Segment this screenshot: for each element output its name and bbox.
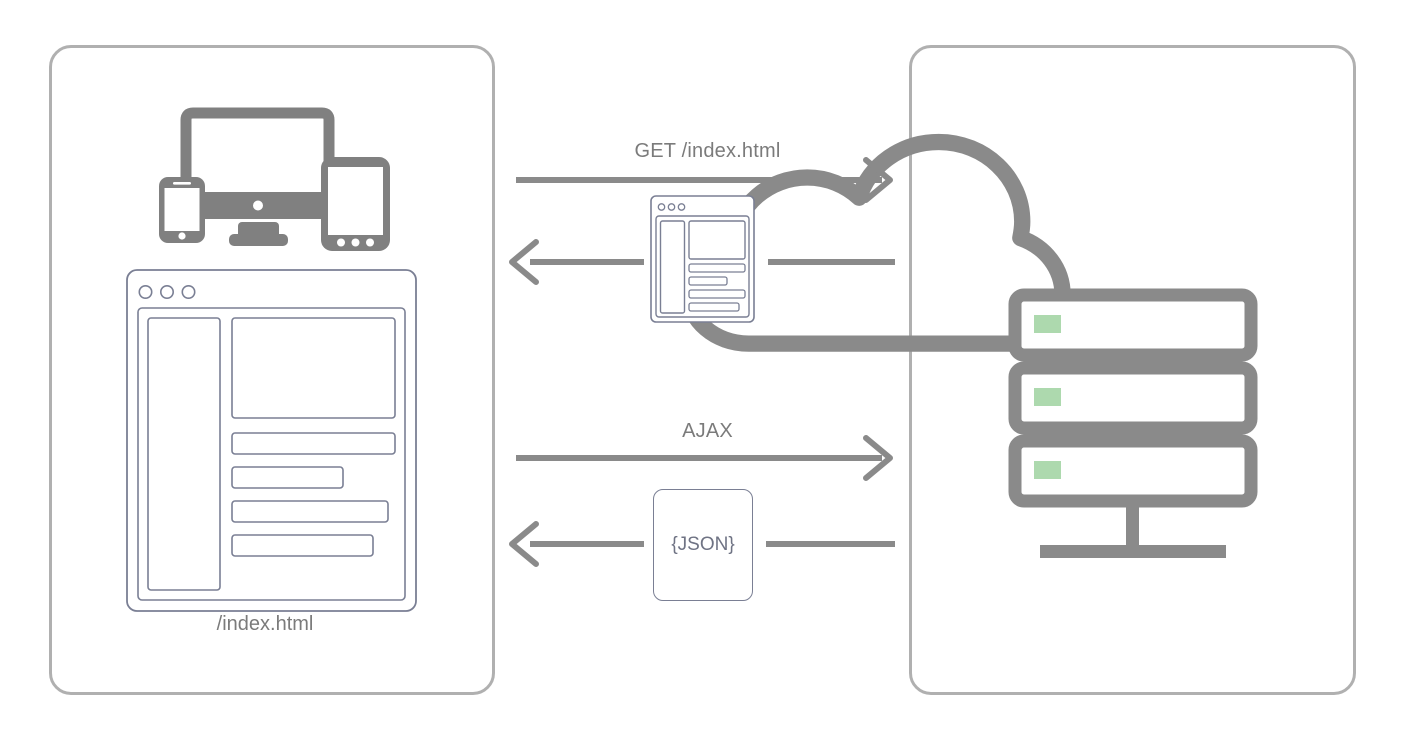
- doc-sidebar-block: [659, 220, 686, 314]
- ajax-request-label: AJAX: [682, 420, 733, 442]
- server-panel: [909, 45, 1356, 695]
- get-request-label: GET /index.html: [634, 140, 781, 162]
- json-payload-box: {JSON}: [653, 489, 753, 601]
- arrow-left-head: [509, 521, 539, 567]
- doc-content-bar: [688, 302, 740, 312]
- flow-html-response-arrow: [509, 239, 895, 285]
- doc-traffic-dot: [677, 203, 686, 211]
- arrow-right-head: [863, 157, 893, 203]
- arrow-left-head: [509, 239, 539, 285]
- doc-content-bar: [688, 263, 746, 273]
- doc-traffic-dot: [657, 203, 666, 211]
- doc-viewport: [655, 215, 750, 318]
- doc-hero-block: [688, 220, 746, 260]
- client-panel: [49, 45, 495, 695]
- flow-ajax-request-arrow: [516, 435, 893, 481]
- json-payload-label: {JSON}: [671, 534, 735, 555]
- index-html-caption: /index.html: [216, 613, 314, 635]
- doc-traffic-dot: [667, 203, 676, 211]
- doc-content-bar: [688, 289, 746, 299]
- arrow-right-head: [863, 435, 893, 481]
- doc-content-bar: [688, 276, 728, 286]
- flow-get-request-arrow: [516, 157, 893, 203]
- html-document-icon: [650, 195, 755, 323]
